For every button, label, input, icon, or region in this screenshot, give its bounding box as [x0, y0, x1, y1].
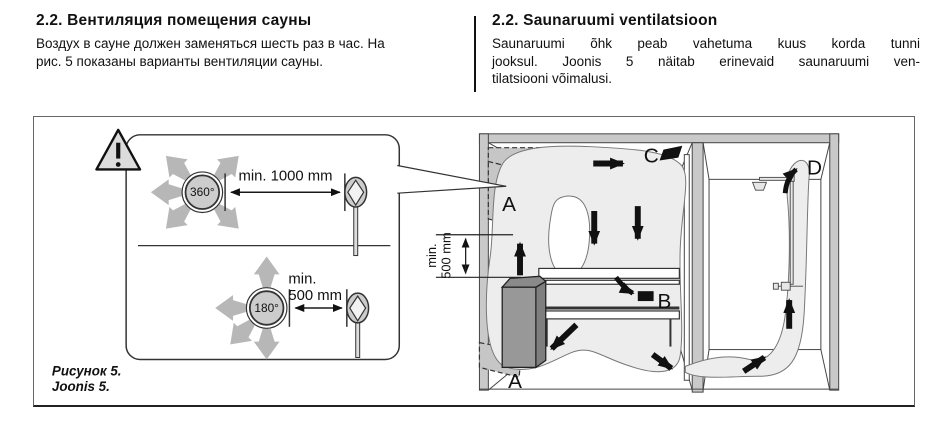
shower-head-icon	[751, 181, 768, 191]
body-line: Воздух в сауне должен заменяться шесть р…	[36, 36, 385, 51]
section-russian: 2.2. Вентиляция помещения сауны Воздух в…	[36, 12, 460, 71]
sauna-door	[683, 154, 690, 381]
vent-label-c: C	[644, 145, 659, 168]
vent-label-a-top: A	[502, 193, 516, 216]
sensor-icon	[344, 176, 368, 257]
distance-label-500-line2: 500 mm	[288, 288, 342, 304]
warning-icon	[95, 128, 142, 171]
sauna-heater	[500, 275, 547, 369]
figure-caption-et: Joonis 5.	[52, 379, 110, 394]
figure-caption-ru: Рисунок 5.	[52, 363, 122, 378]
vent-label-b: B	[658, 290, 672, 313]
sensor-icon	[346, 292, 370, 358]
sensor-diagram-360: 360° min. 1000 mm	[150, 146, 368, 257]
angle-label-360: 360°	[190, 185, 215, 199]
room-walls	[478, 133, 840, 393]
vent-b-arrow	[614, 275, 635, 296]
section-title-ru: 2.2. Вентиляция помещения сауны	[36, 12, 312, 29]
section-estonian: 2.2. Saunaruumi ventilatsioon Saunaruumi…	[492, 12, 920, 88]
figure-5: A A B C D min. 500 mm	[33, 116, 915, 407]
vent-c-icon	[659, 145, 683, 161]
body-line: рис. 5 показаны варианты вентиляции саун…	[36, 54, 323, 69]
angle-label-180: 180°	[254, 301, 279, 315]
body-line: jooksul. Joonis 5 näitab erinevaid sauna…	[492, 53, 920, 69]
airflow-arrows	[514, 157, 798, 374]
body-line: tilatsiooni võimalusi.	[492, 71, 613, 86]
partition-wall	[691, 142, 704, 393]
distance-label-500-line1: min.	[288, 271, 316, 287]
section-body-ru: Воздух в сауне должен заменяться шесть р…	[36, 35, 460, 71]
heater-dimension-line2: 500 mm	[439, 232, 454, 278]
vent-label-d: D	[807, 156, 822, 179]
column-divider	[474, 16, 476, 92]
figure-5-drawing: A A B C D min. 500 mm	[52, 128, 840, 394]
vent-b-icon	[637, 291, 654, 302]
heater-dimension	[435, 234, 522, 278]
body-line: Saunaruumi õhk peab vahetuma kuus korda …	[492, 36, 920, 51]
distance-label-1000: min. 1000 mm	[238, 168, 332, 184]
vent-markers	[637, 145, 683, 302]
section-body-et: Saunaruumi õhk peab vahetuma kuus korda …	[492, 35, 920, 88]
heater-dimension-line1: min.	[424, 243, 439, 267]
vent-label-a-bottom: A	[508, 370, 522, 393]
shower-valve-icon	[780, 281, 791, 291]
section-title-et: 2.2. Saunaruumi ventilatsioon	[492, 12, 718, 29]
sensor-diagram-180: 180° min. 500 mm	[215, 256, 370, 360]
vent-d-arrow	[782, 167, 798, 194]
